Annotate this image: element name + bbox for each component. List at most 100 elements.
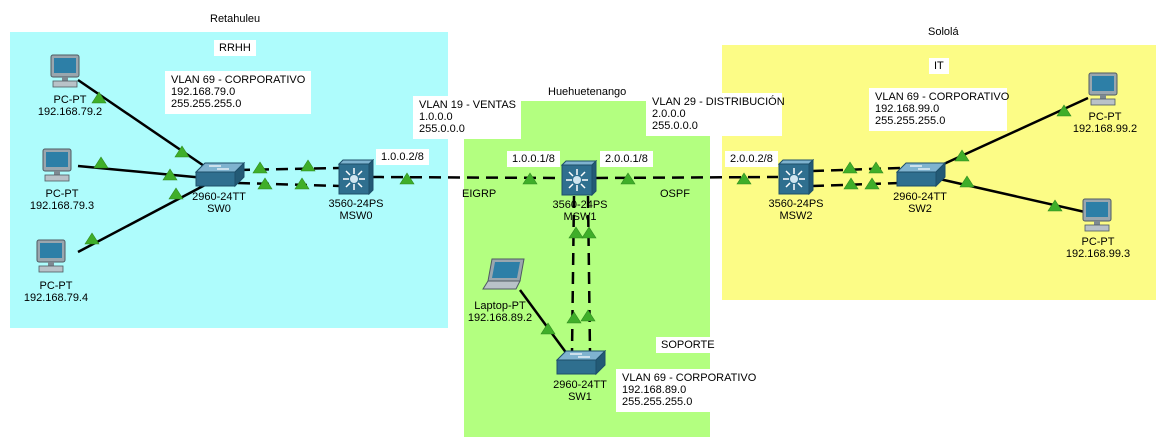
note-line: VLAN 69 - CORPORATIVO (622, 372, 757, 384)
link-light (91, 91, 107, 104)
pc2-label: PC-PT 192.168.79.4 (24, 280, 88, 304)
zone-title-huehuetenango: Huehuetenango (548, 86, 627, 98)
link-msw2-sw2-a (811, 166, 901, 173)
sw2-switch-icon[interactable] (896, 162, 946, 188)
link-msw1-sw1-b (586, 195, 592, 353)
link-light (868, 161, 884, 174)
device-ip: 192.168.99.3 (1065, 248, 1131, 260)
link-light (540, 322, 556, 335)
pc3-label: PC-PT 192.168.99.2 (1073, 111, 1137, 135)
msw1-multilayer-switch-icon[interactable] (561, 160, 597, 196)
device-ip: 192.168.79.2 (37, 106, 103, 118)
msw0-label: 3560-24PS MSW0 (328, 198, 383, 222)
device-name: MSW1 (563, 211, 597, 223)
link-msw1-msw2 (595, 175, 779, 180)
link-msw2-sw2-b (811, 181, 901, 188)
zone-title-retalhuleu: Retahuleu (210, 13, 261, 25)
link-light (300, 159, 316, 172)
link-light (294, 177, 310, 190)
note-line: 255.255.255.0 (622, 396, 693, 408)
link-light (1047, 199, 1063, 212)
protocol-eigrp: EIGRP (462, 188, 497, 200)
link-light (257, 177, 273, 190)
link-light (581, 226, 597, 239)
note-vlan69-rrhh: VLAN 69 - CORPORATIVO 192.168.79.0 255.2… (165, 71, 312, 114)
interface-msw1-right: 2.0.0.1/8 (600, 151, 653, 167)
msw0-multilayer-switch-icon[interactable] (338, 159, 374, 195)
note-line: VLAN 69 - CORPORATIVO (171, 74, 306, 86)
device-name: SW1 (568, 391, 592, 403)
pc4-label: PC-PT 192.168.99.3 (1066, 236, 1130, 260)
pc3-computer-icon[interactable] (1086, 72, 1122, 108)
link-light (174, 145, 190, 158)
sw1-label: 2960-24TT SW1 (553, 379, 607, 403)
device-ip: 192.168.99.2 (1072, 123, 1138, 135)
link-sw0-msw0-a (237, 166, 341, 172)
pc1-label: PC-PT 192.168.79.3 (30, 188, 94, 212)
device-name: SW0 (207, 203, 231, 215)
link-light (1056, 104, 1072, 117)
note-line: 1.0.0.0 (419, 111, 453, 123)
note-line: 255.255.255.0 (875, 115, 946, 127)
link-msw1-sw1-a (570, 195, 576, 353)
device-model: 3560-24PS (768, 198, 824, 210)
note-vlan69-it: VLAN 69 - CORPORATIVO 192.168.99.0 255.2… (869, 88, 1010, 131)
msw1-label: 3560-24PS MSW1 (552, 199, 607, 223)
laptop-label: Laptop-PT 192.168.89.2 (468, 300, 532, 324)
link-light (959, 175, 975, 188)
note-line: VLAN 69 - CORPORATIVO (875, 91, 1010, 103)
link-sw0-msw0-b (237, 181, 341, 188)
device-model: 3560-24PS (328, 198, 384, 210)
sw1-switch-icon[interactable] (556, 350, 606, 376)
pc2-computer-icon[interactable] (34, 239, 70, 275)
note-line: VLAN 19 - VENTAS (419, 99, 516, 111)
link-light (84, 232, 100, 245)
link-pc2-sw0 (77, 183, 206, 254)
note-line: 192.168.89.0 (622, 384, 687, 396)
link-light (620, 172, 636, 185)
pc0-computer-icon[interactable] (48, 54, 84, 90)
link-light (252, 161, 268, 174)
link-light (162, 168, 178, 181)
area-label-soporte: SOPORTE (656, 337, 720, 353)
device-name: MSW2 (779, 210, 813, 222)
pc4-computer-icon[interactable] (1080, 198, 1116, 234)
sw2-label: 2960-24TT SW2 (893, 191, 947, 215)
laptop-icon[interactable] (482, 257, 528, 293)
link-light (842, 161, 858, 174)
link-light (93, 156, 109, 169)
link-light (736, 172, 752, 185)
note-line: 255.0.0.0 (419, 123, 465, 135)
note-vlan19: VLAN 19 - VENTAS 1.0.0.0 255.0.0.0 (413, 96, 521, 139)
device-model: PC-PT (1088, 111, 1122, 123)
interface-msw1-left: 1.0.0.1/8 (507, 151, 560, 167)
pc1-computer-icon[interactable] (40, 148, 76, 184)
link-light (864, 177, 880, 190)
link-sw2-pc4 (934, 176, 1086, 214)
link-light (399, 172, 415, 185)
device-model: 2960-24TT (893, 191, 947, 203)
link-light (843, 177, 859, 190)
device-ip: 192.168.89.2 (467, 312, 533, 324)
device-model: 2960-24TT (553, 379, 607, 391)
note-line: 192.168.79.0 (171, 86, 236, 98)
interface-msw0: 1.0.0.2/8 (376, 149, 429, 165)
link-light (566, 311, 582, 324)
interface-msw2: 2.0.0.2/8 (725, 151, 778, 167)
device-model: 2960-24TT (192, 191, 246, 203)
device-ip: 192.168.79.3 (29, 200, 95, 212)
device-name: MSW0 (339, 210, 373, 222)
device-model: PC-PT (45, 188, 79, 200)
link-light (580, 309, 596, 322)
device-model: 3560-24PS (552, 199, 608, 211)
device-ip: 192.168.79.4 (23, 292, 89, 304)
note-line: 255.0.0.0 (652, 120, 698, 132)
link-light (168, 187, 184, 200)
device-model: Laptop-PT (474, 300, 526, 312)
sw0-switch-icon[interactable] (195, 162, 245, 188)
note-line: 2.0.0.0 (652, 108, 686, 120)
msw2-multilayer-switch-icon[interactable] (778, 159, 814, 195)
sw0-label: 2960-24TT SW0 (192, 191, 246, 215)
note-line: 192.168.99.0 (875, 103, 940, 115)
